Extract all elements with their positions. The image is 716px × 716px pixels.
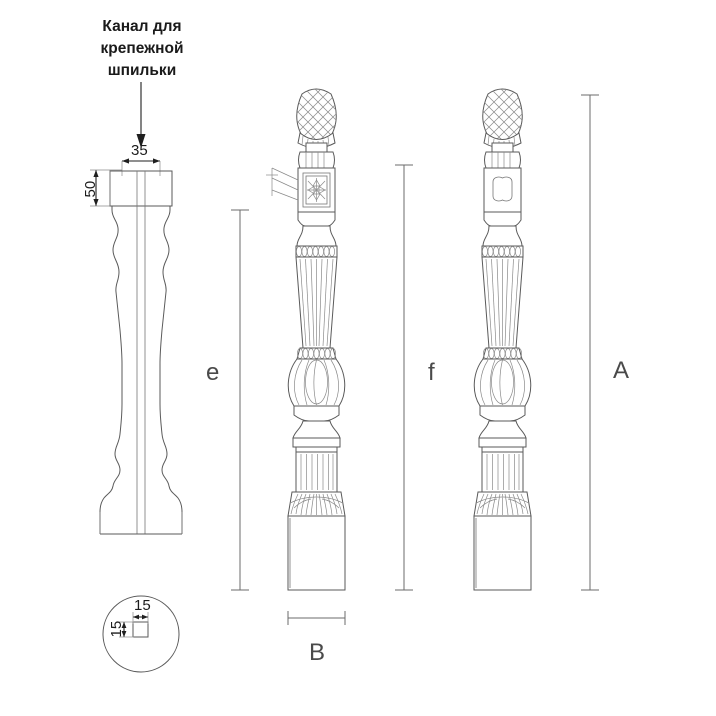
note-leader-arrow: [136, 82, 146, 148]
panel-leader-lines: [266, 167, 299, 201]
section-dimension-width-15: 15: [134, 597, 151, 614]
pedestal-flutes: [300, 454, 334, 490]
section-dimension-height-15: 15: [107, 620, 125, 638]
view-profile-template: [99, 170, 183, 535]
channel-note-line-2: крепежной: [100, 40, 184, 57]
dimension-50-left: [90, 169, 122, 207]
dimension-label-B: B: [309, 639, 326, 666]
dimension-value-50: 50: [81, 180, 99, 198]
dimension-line-B: [287, 611, 346, 625]
view-side-elevation: [473, 88, 532, 591]
view-cross-section: [102, 595, 180, 673]
pinecone-hatch: [296, 89, 337, 140]
channel-note-line-1: Канал для: [102, 18, 182, 35]
dimension-35-top: [121, 158, 161, 176]
dimension-label-A: A: [613, 357, 630, 384]
acanthus-leaves: [289, 493, 344, 516]
dimension-line-A: [581, 94, 599, 591]
cartouche-panel: [492, 176, 513, 202]
rosette-motif: [307, 178, 326, 202]
view-front-elevation: [266, 88, 346, 591]
dimension-line-e: [231, 209, 249, 591]
dimension-label-f: f: [428, 359, 435, 386]
channel-note-line-3: шпильки: [107, 62, 177, 79]
dimension-label-e: e: [206, 359, 220, 386]
gadroon-lobes: [294, 359, 339, 406]
dimension-line-f: [395, 164, 413, 591]
dimension-value-35: 35: [131, 142, 148, 159]
pinecone-hatch-side: [482, 89, 523, 140]
shaft-flutes-upper: [299, 258, 334, 347]
